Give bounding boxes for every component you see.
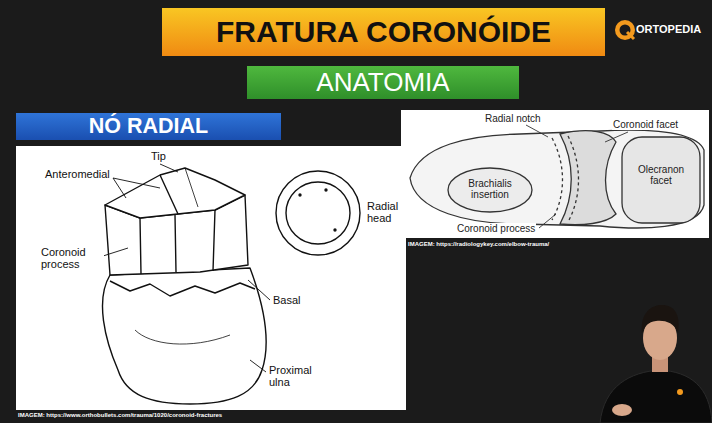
ulna-top-view (410, 130, 704, 228)
part-label: Coronoid process (40, 246, 104, 270)
part-label: Olecranon facet (629, 164, 693, 186)
logo-icon (615, 20, 635, 40)
part-label: Anteromedial (44, 168, 111, 180)
image-credit: IMAGEM: https://radiologykey.com/elbow-t… (408, 241, 549, 248)
part-label: Brachialis insertion (455, 178, 525, 200)
presenter-figure (600, 305, 712, 423)
image-credit: IMAGEM: https://www.orthobullets.com/tra… (18, 412, 222, 419)
title-band: FRATURA CORONÓIDE (162, 8, 605, 56)
part-label: Tip (150, 150, 167, 162)
part-label: Radial notch (484, 113, 542, 124)
image-panel (16, 146, 406, 410)
part-label: Basal (272, 294, 302, 306)
logo-text: ORTOPEDIA (636, 23, 701, 35)
title-text: FRATURA CORONÓIDE (216, 15, 551, 49)
image-panel (401, 110, 709, 238)
band-text: NÓ RADIAL (89, 114, 208, 139)
subsection-band: NÓ RADIAL (16, 113, 281, 140)
coronoid-drawing (102, 168, 360, 404)
section-band: ANATOMIA (247, 66, 519, 99)
part-label: Coronoid facet (612, 119, 679, 130)
leader-lines (526, 125, 628, 228)
part-label: Radial head (366, 200, 404, 224)
title-bar (162, 8, 605, 56)
part-label: Coronoid process (456, 223, 536, 234)
band-text: ANATOMIA (316, 67, 449, 98)
leader-lines (103, 164, 270, 372)
part-label: Proximal ulna (268, 364, 318, 388)
